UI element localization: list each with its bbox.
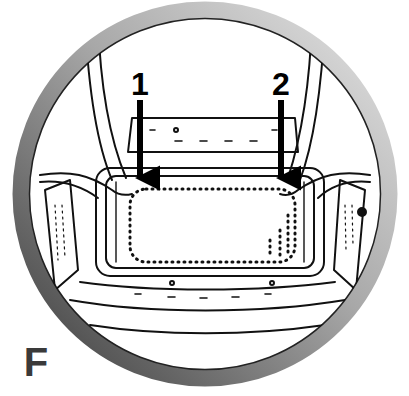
callout-arrow [278,100,284,178]
car-front [40,20,370,333]
callout-number: 1 [131,68,149,100]
callout-arrow [137,100,143,178]
inset-edge [30,19,381,370]
callout-number: 2 [272,68,290,100]
panel-letter: F [24,342,48,382]
letter-backdrop [18,338,58,388]
inset-ring [21,10,389,378]
